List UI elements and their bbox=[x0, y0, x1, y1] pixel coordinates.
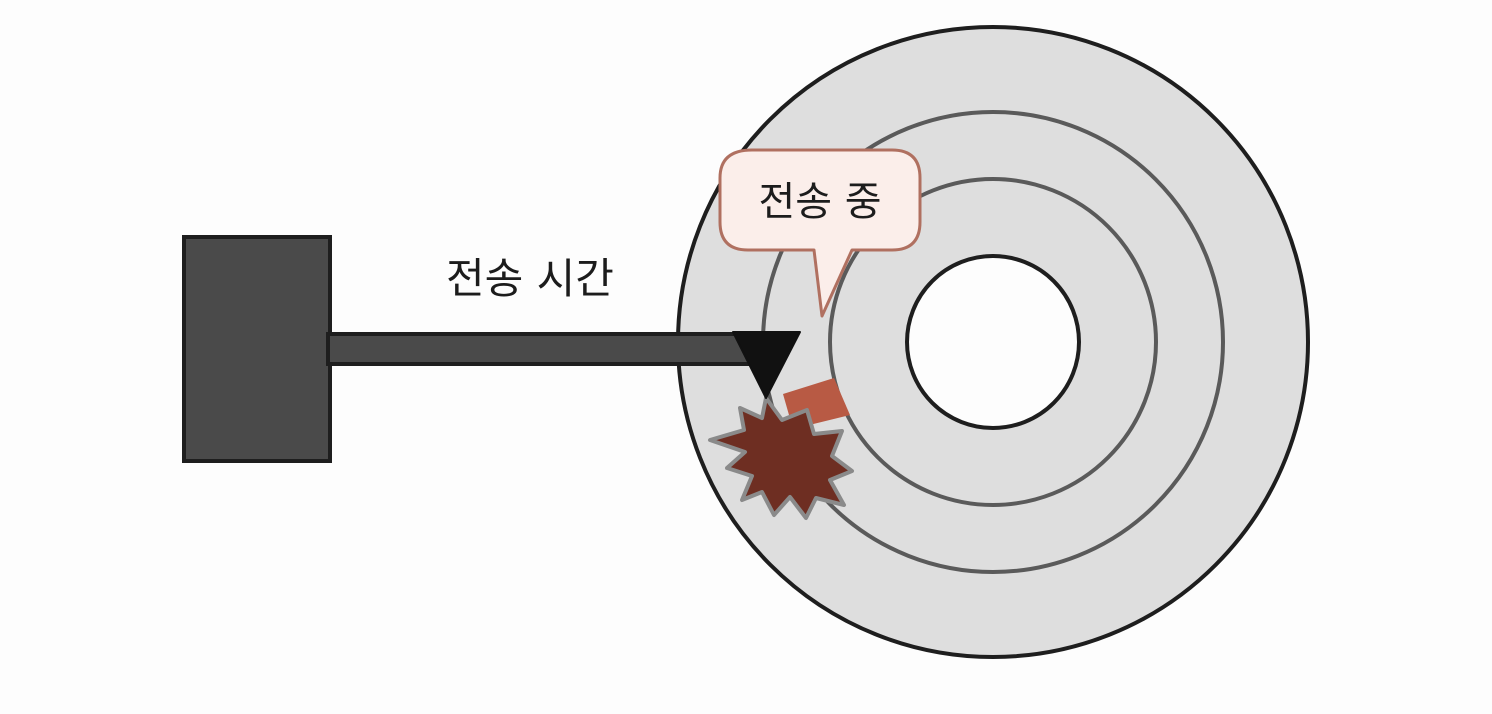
speech-bubble: 전송 중 bbox=[718, 148, 922, 318]
actuator-rod bbox=[326, 332, 752, 366]
bubble-shape bbox=[718, 148, 922, 318]
read-write-head bbox=[732, 331, 801, 399]
track-middle bbox=[828, 177, 1158, 507]
actuator-arm bbox=[182, 235, 801, 463]
spindle-hole bbox=[905, 254, 1081, 430]
transferring-label: 전송 중 bbox=[758, 179, 881, 225]
transfer-time-label: 전송 시간 bbox=[446, 254, 614, 303]
impact-spark bbox=[708, 396, 854, 520]
actuator-base bbox=[182, 235, 332, 463]
